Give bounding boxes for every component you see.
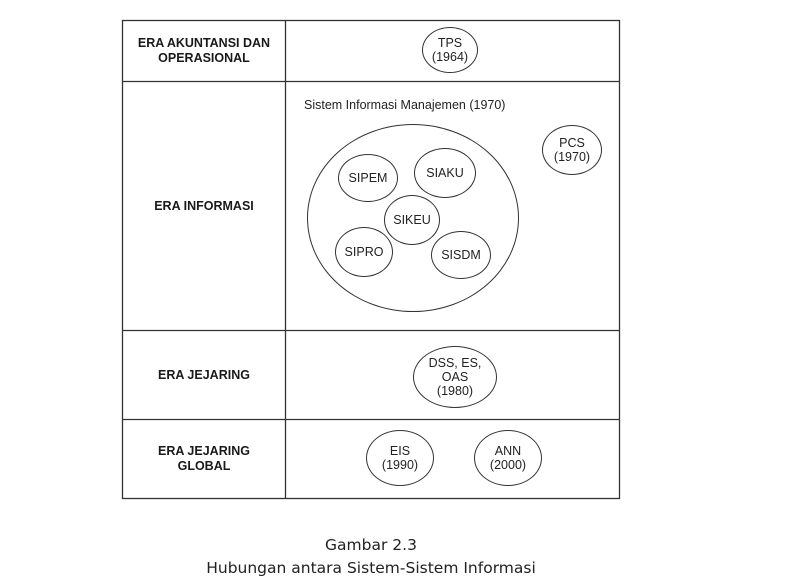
system-bubble-sikeu: SIKEU	[384, 195, 440, 245]
system-bubble-tps: TPS (1964)	[422, 27, 478, 73]
figure-title: Hubungan antara Sistem-Sistem Informasi	[206, 559, 536, 577]
system-bubble-sipro: SIPRO	[335, 227, 393, 277]
system-bubble-sisdm: SISDM	[431, 231, 491, 279]
system-bubble-ann: ANN (2000)	[474, 430, 542, 486]
figure-number: Gambar 2.3	[325, 536, 417, 554]
era-label-jejaring: ERA JEJARING	[158, 367, 250, 382]
era-label-akuntansi: ERA AKUNTANSI DAN OPERASIONAL	[137, 36, 271, 65]
system-bubble-pcs: PCS (1970)	[542, 125, 602, 175]
mis-group-ellipse	[307, 124, 519, 312]
system-bubble-siaku: SIAKU	[414, 148, 476, 198]
era-label-jejaring-global: ERA JEJARING GLOBAL	[158, 444, 250, 473]
system-bubble-dss-es-oas: DSS, ES, OAS (1980)	[413, 346, 497, 408]
system-bubble-eis: EIS (1990)	[366, 430, 434, 486]
system-bubble-sipem: SIPEM	[338, 154, 398, 202]
era-label-informasi: ERA INFORMASI	[154, 198, 254, 213]
table-border	[121, 19, 621, 500]
mis-group-title: Sistem Informasi Manajemen (1970)	[304, 98, 506, 112]
